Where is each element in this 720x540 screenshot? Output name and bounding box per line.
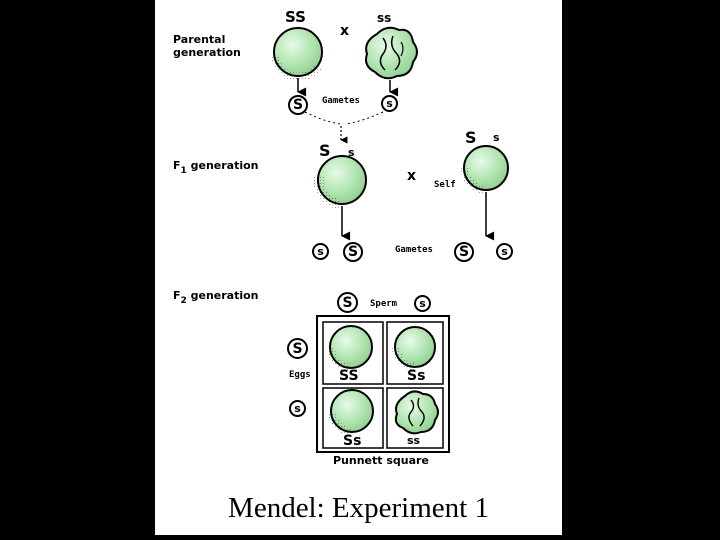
f1-left-allele-big: S — [319, 141, 331, 160]
punnett-seed-3 — [328, 389, 374, 436]
parental-round-seed — [271, 27, 323, 82]
parental-gamete-s: s — [381, 95, 398, 112]
gamete-path-right — [344, 111, 384, 125]
f1-right-allele-small: s — [493, 131, 500, 144]
punnett-seed-1 — [327, 325, 373, 372]
punnett-square-label: Punnett square — [333, 454, 429, 467]
f1-left-allele-small: s — [348, 146, 355, 159]
sperm-allele-s: s — [414, 295, 431, 312]
parental-label-line1: Parental — [173, 33, 226, 46]
f1-generation-label: F1 generation — [173, 159, 259, 176]
parental-wrinkled-seed — [365, 26, 418, 80]
punnett-genotype-2: Ss — [407, 368, 426, 384]
f1-self-label: Self — [434, 180, 456, 190]
f1-gamete-S-right: S — [454, 242, 474, 262]
f1-cross-symbol: x — [407, 168, 417, 184]
f1-left-seed — [313, 155, 367, 209]
punnett-seed-2 — [392, 326, 436, 371]
f1-gamete-s-right: s — [496, 243, 513, 260]
f2-generation-label: F2 generation — [173, 289, 259, 306]
parental-right-genotype: ss — [377, 11, 392, 25]
parental-left-genotype: SS — [285, 8, 306, 26]
egg-allele-S: S — [287, 338, 308, 359]
egg-allele-s: s — [289, 400, 306, 417]
f1-gamete-S-left: S — [343, 242, 363, 262]
parental-gametes-label: Gametes — [322, 96, 360, 106]
diagram-graphics — [271, 26, 509, 453]
slide: Parental generation SS ss x S s Gametes … — [155, 0, 562, 535]
punnett-genotype-3: Ss — [343, 433, 362, 449]
gamete-path-left — [304, 111, 342, 125]
f1-gametes-label: Gametes — [395, 245, 433, 255]
eggs-label: Eggs — [289, 370, 311, 380]
slide-title: Mendel: Experiment 1 — [228, 492, 489, 524]
parental-cross-symbol: x — [340, 23, 350, 39]
punnett-genotype-4: ss — [407, 434, 421, 447]
sperm-allele-S: S — [337, 292, 358, 313]
f1-right-seed — [460, 145, 509, 194]
sperm-label: Sperm — [370, 299, 398, 309]
f1-gamete-s-left: s — [312, 243, 329, 260]
parental-label-line2: generation — [173, 46, 241, 59]
f1-right-allele-big: S — [465, 128, 477, 147]
punnett-genotype-1: SS — [339, 368, 359, 384]
parental-gamete-S: S — [288, 95, 308, 115]
punnett-seed-4-wrinkled — [394, 390, 439, 435]
